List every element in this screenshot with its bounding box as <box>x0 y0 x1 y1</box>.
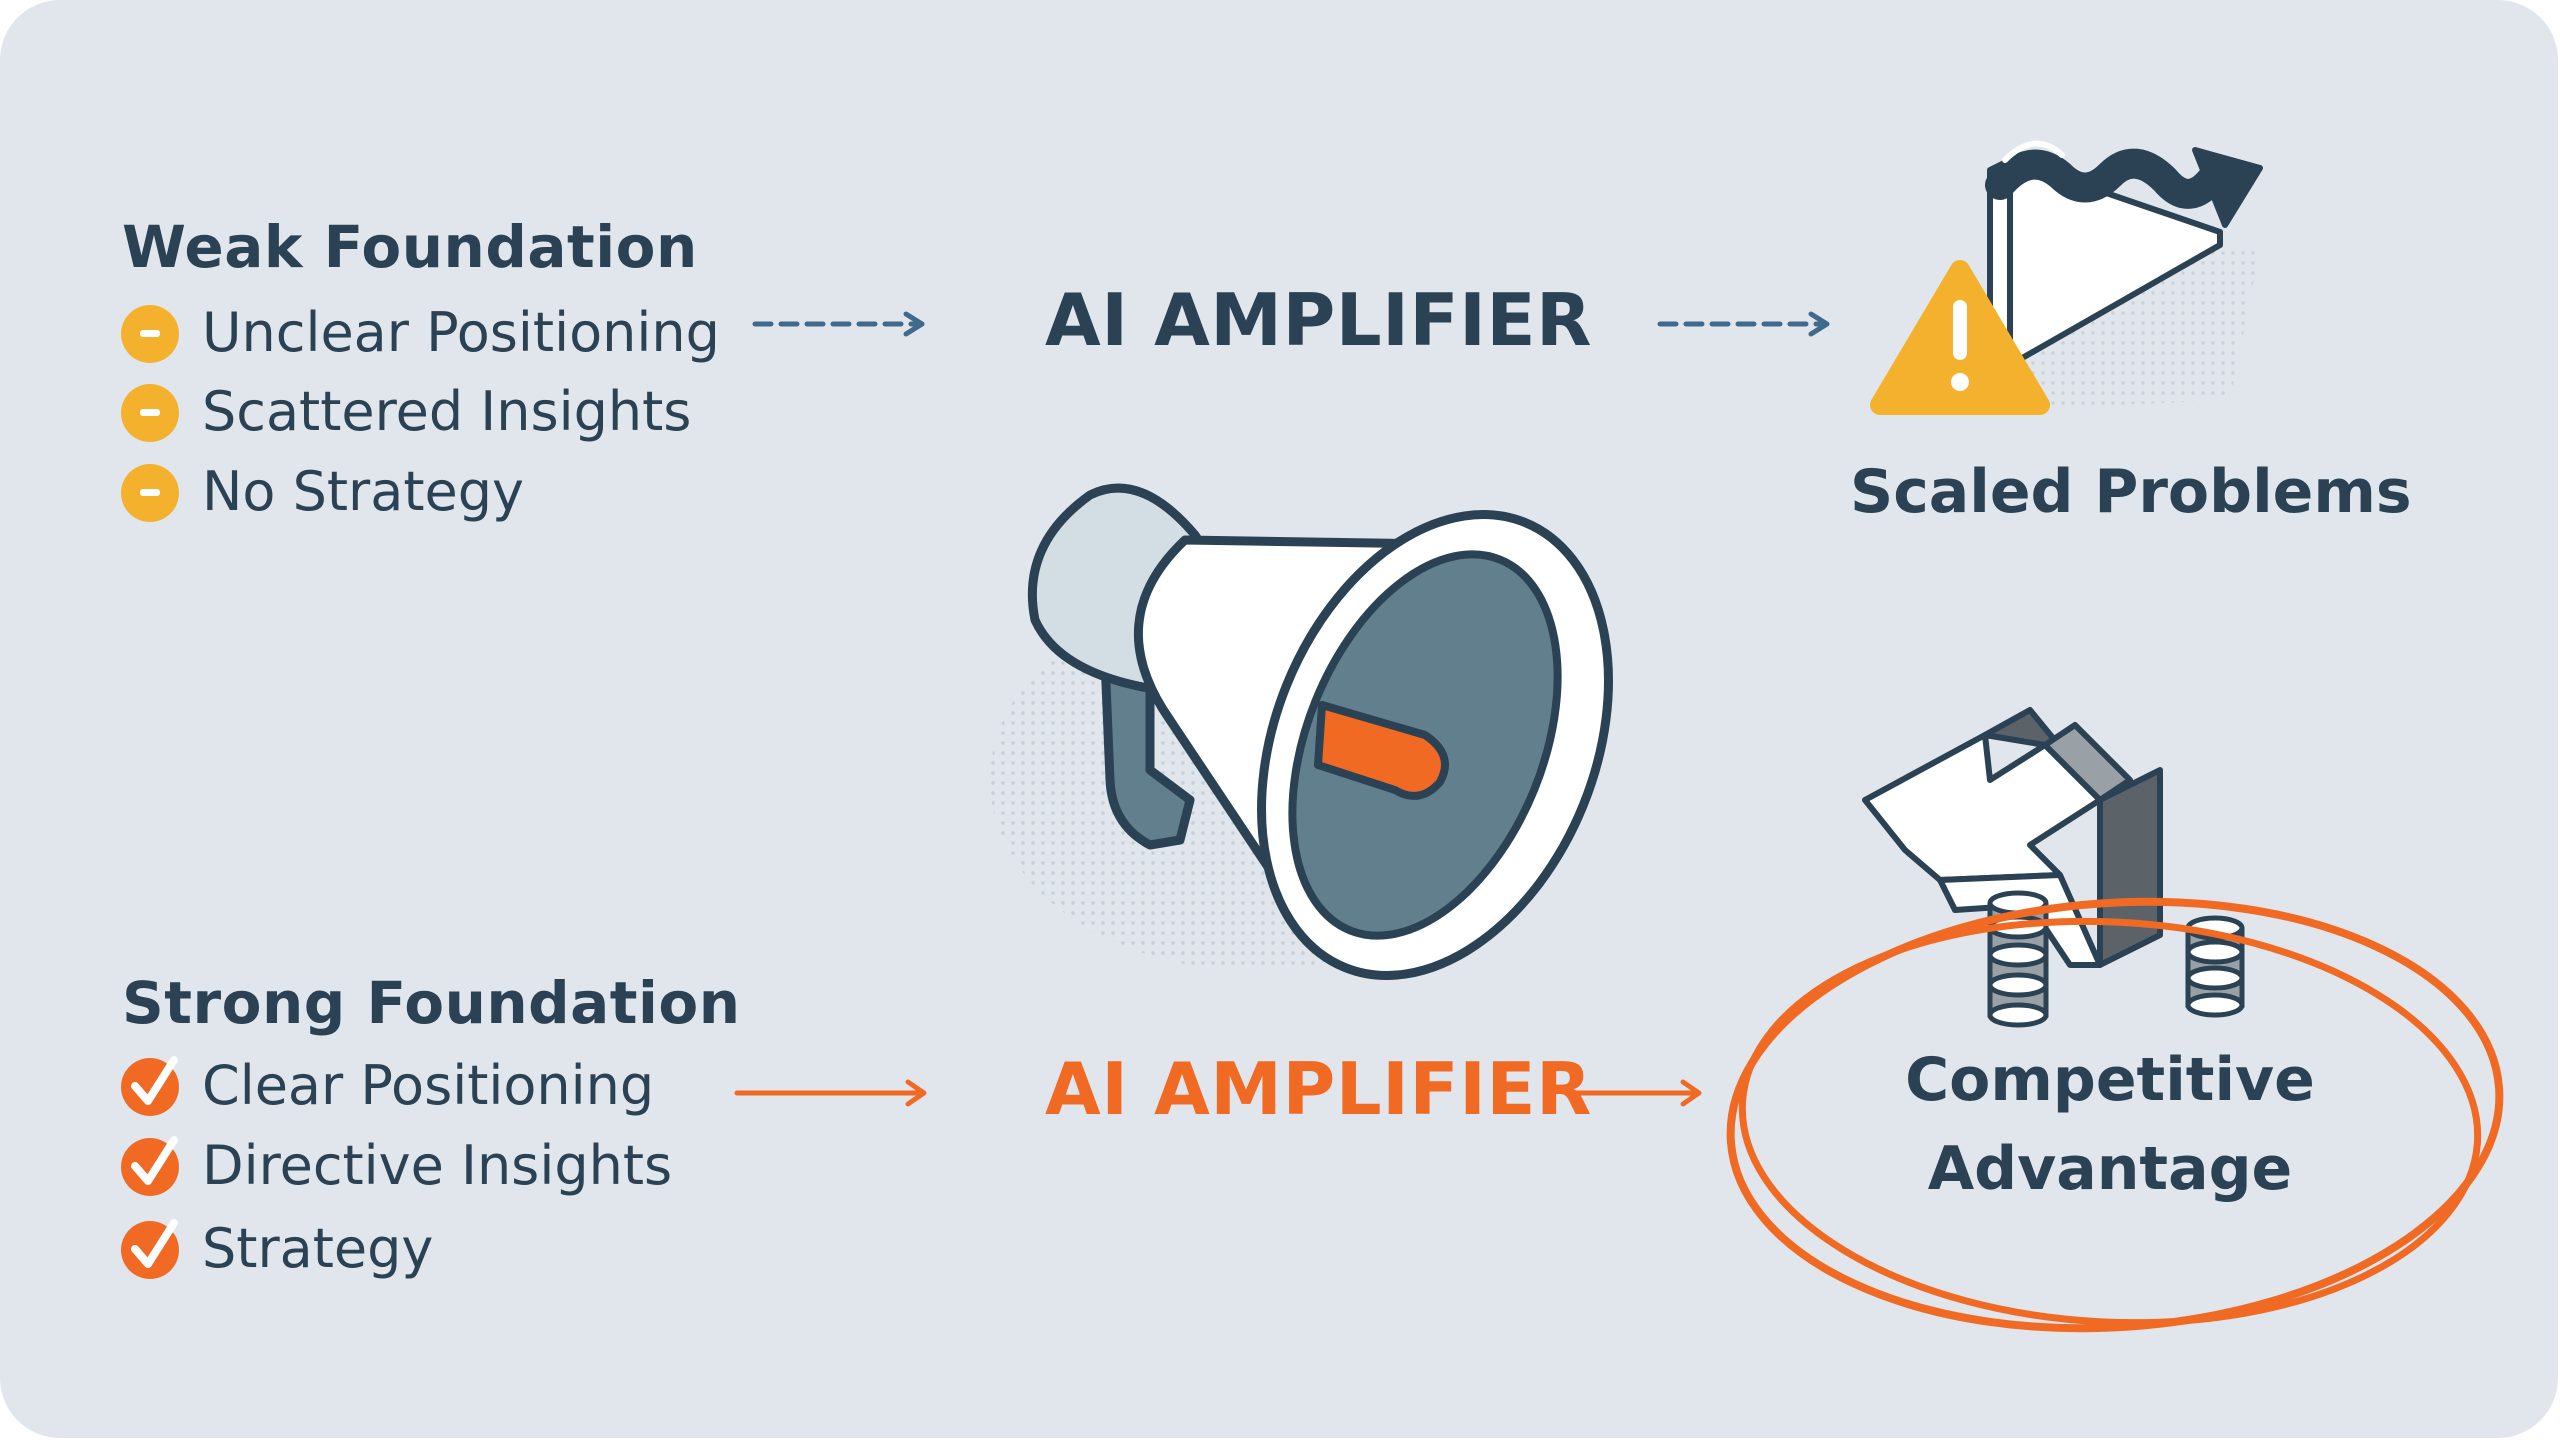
minus-circle-icon <box>121 384 179 442</box>
ai-amplifier-top-label: AI AMPLIFIER <box>1045 278 1592 362</box>
strong-item-2: Directive Insights <box>202 1134 673 1197</box>
strong-item-3: Strategy <box>202 1217 434 1280</box>
strong-item-1: Clear Positioning <box>202 1054 655 1117</box>
dashed-arrow-left <box>752 311 925 337</box>
strong-foundation-heading: Strong Foundation <box>122 969 741 1037</box>
minus-circle-icon <box>121 305 179 363</box>
warning-chart-icon <box>1870 140 2263 415</box>
weak-item-1: Unclear Positioning <box>202 301 720 364</box>
ai-amplifier-bottom-label: AI AMPLIFIER <box>1045 1047 1592 1131</box>
solid-arrow-right <box>1574 1079 1702 1107</box>
weak-foundation-heading: Weak Foundation <box>122 213 698 281</box>
minus-circle-icon <box>121 464 179 522</box>
coin-stack-icon <box>2185 915 2245 1018</box>
scaled-problems-label: Scaled Problems <box>1850 457 2412 527</box>
megaphone-icon <box>990 483 1613 980</box>
solid-arrow-left <box>734 1079 927 1107</box>
dashed-arrow-right <box>1657 311 1830 337</box>
weak-item-2: Scattered Insights <box>202 380 692 443</box>
check-circle-icon <box>121 1136 179 1196</box>
check-circle-icon <box>121 1219 179 1279</box>
growth-arrow-coins-icon <box>1862 707 2245 1028</box>
competitive-advantage-line2: Advantage <box>1927 1134 2293 1204</box>
competitive-advantage-line1: Competitive <box>1905 1045 2315 1115</box>
weak-item-3: No Strategy <box>202 460 524 523</box>
highlight-circle <box>1726 897 2504 1333</box>
check-circle-icon <box>121 1056 179 1116</box>
